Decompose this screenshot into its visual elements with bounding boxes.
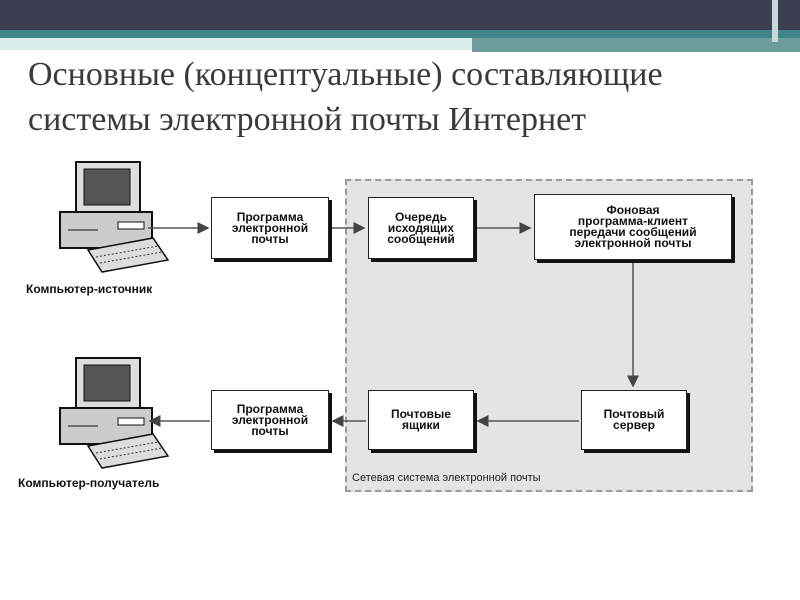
slide-title: Основные (концептуальные) составляющие с… [28,56,663,138]
header-bar [0,0,800,30]
mail-server-box: Почтовый сервер [581,390,687,450]
dest-computer-icon [59,357,170,469]
source-computer-icon [59,161,170,273]
header-light-strip [0,38,472,50]
mail-program-box-top: Программа электронной почты [211,197,329,259]
network-system-label: Сетевая система электронной почты [352,472,541,484]
background-client-box: Фоновая программа-клиент передачи сообще… [534,194,732,260]
dest-computer-caption: Компьютер-получатель [18,476,160,490]
header-corner-accent [772,0,778,42]
source-computer-caption: Компьютер-источник [26,282,153,296]
outgoing-queue-box: Очередь исходящих сообщений [368,197,474,259]
mail-program-box-bottom: Программа электронной почты [211,390,329,450]
header-grey-strip [472,38,800,52]
mailboxes-box: Почтовые ящики [368,390,474,450]
header-accent-bar [0,30,800,38]
